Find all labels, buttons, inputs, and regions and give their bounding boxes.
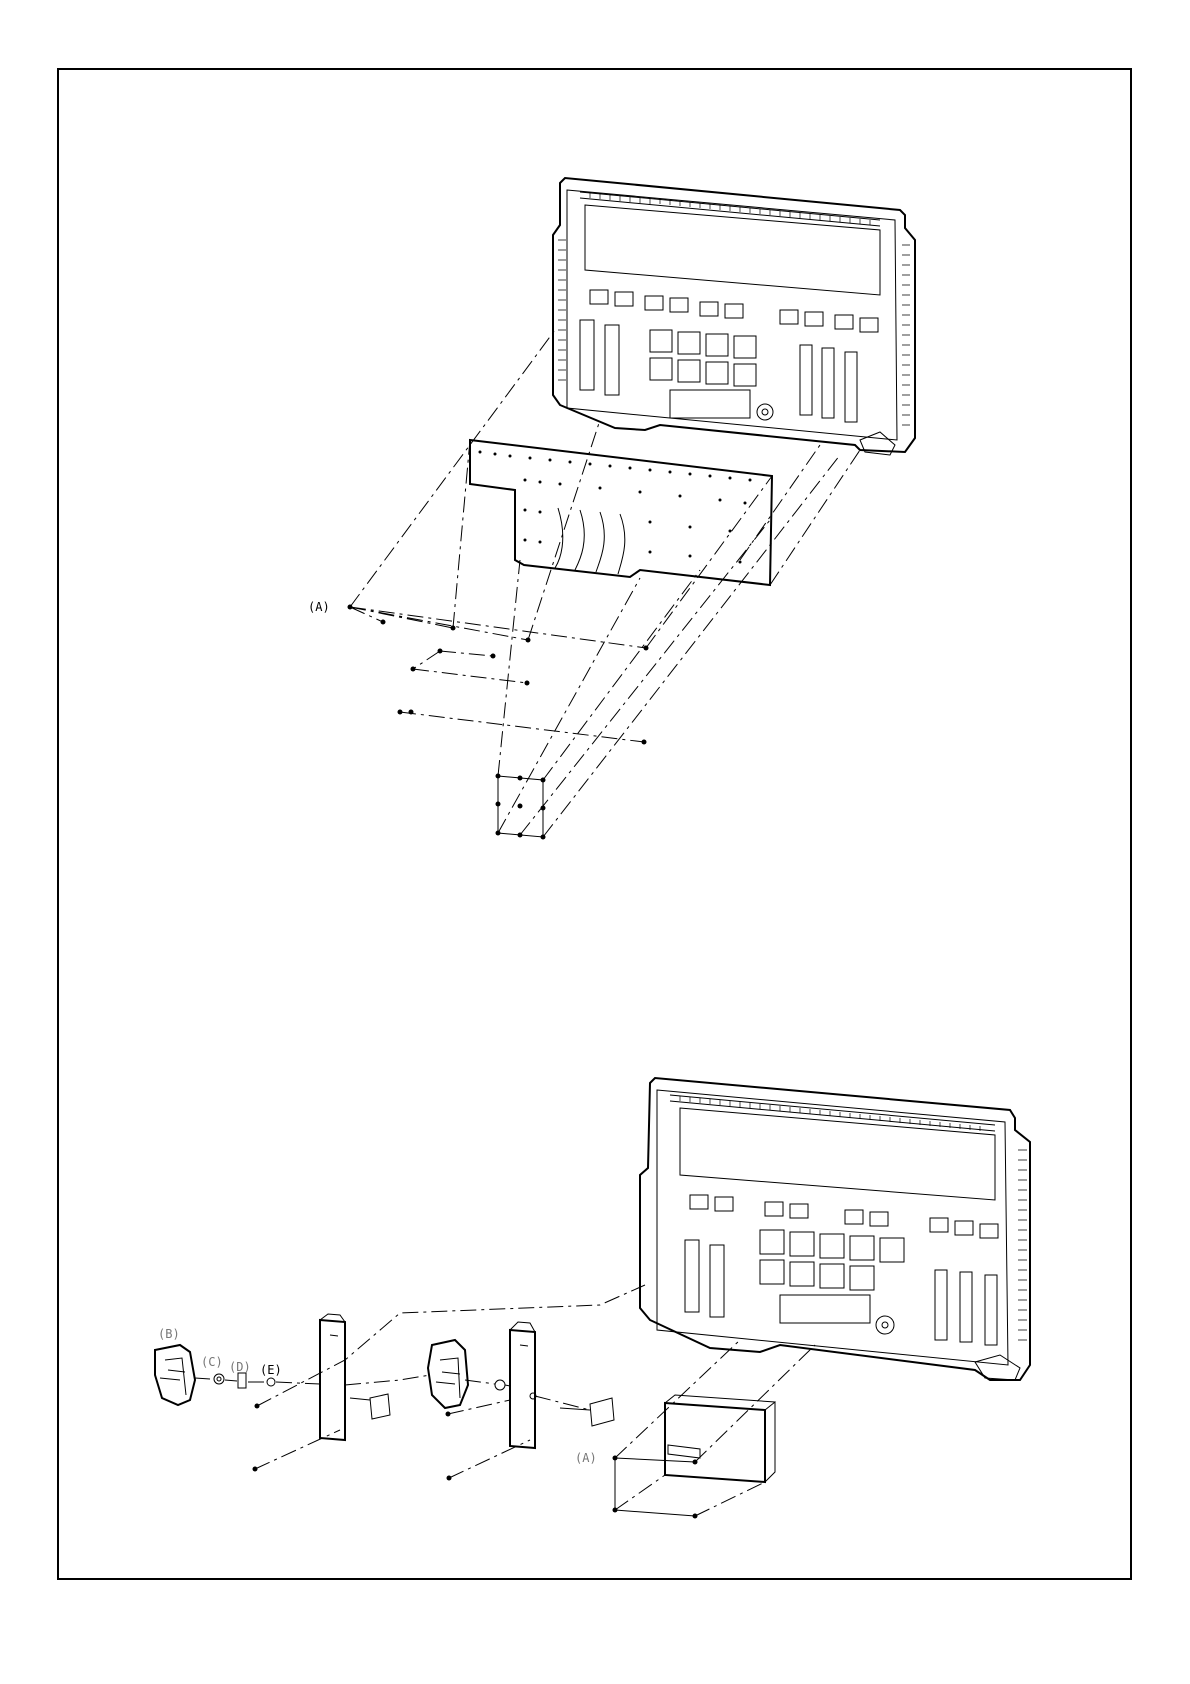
callout-bottom-e: (E): [260, 1363, 282, 1377]
callout-top-a: (A): [308, 600, 330, 614]
callout-bottom-a: (A): [575, 1451, 597, 1465]
bottom-front-panel-housing: [640, 1078, 1030, 1380]
top-front-panel-housing: [553, 178, 915, 455]
top-exploded-leader-lines: [350, 330, 860, 837]
callout-bottom-b: (B): [158, 1327, 180, 1341]
top-pcb-board: [470, 440, 772, 585]
bottom-left-knob-assembly: [155, 1314, 390, 1440]
top-screws: [348, 605, 649, 840]
callout-bottom-c: (C): [201, 1355, 223, 1369]
bottom-exploded-leader-lines: [195, 1285, 815, 1516]
bottom-right-knob-assembly: [428, 1322, 614, 1448]
bottom-cover-plate: [665, 1395, 775, 1482]
callout-bottom-d: (D): [229, 1360, 251, 1374]
